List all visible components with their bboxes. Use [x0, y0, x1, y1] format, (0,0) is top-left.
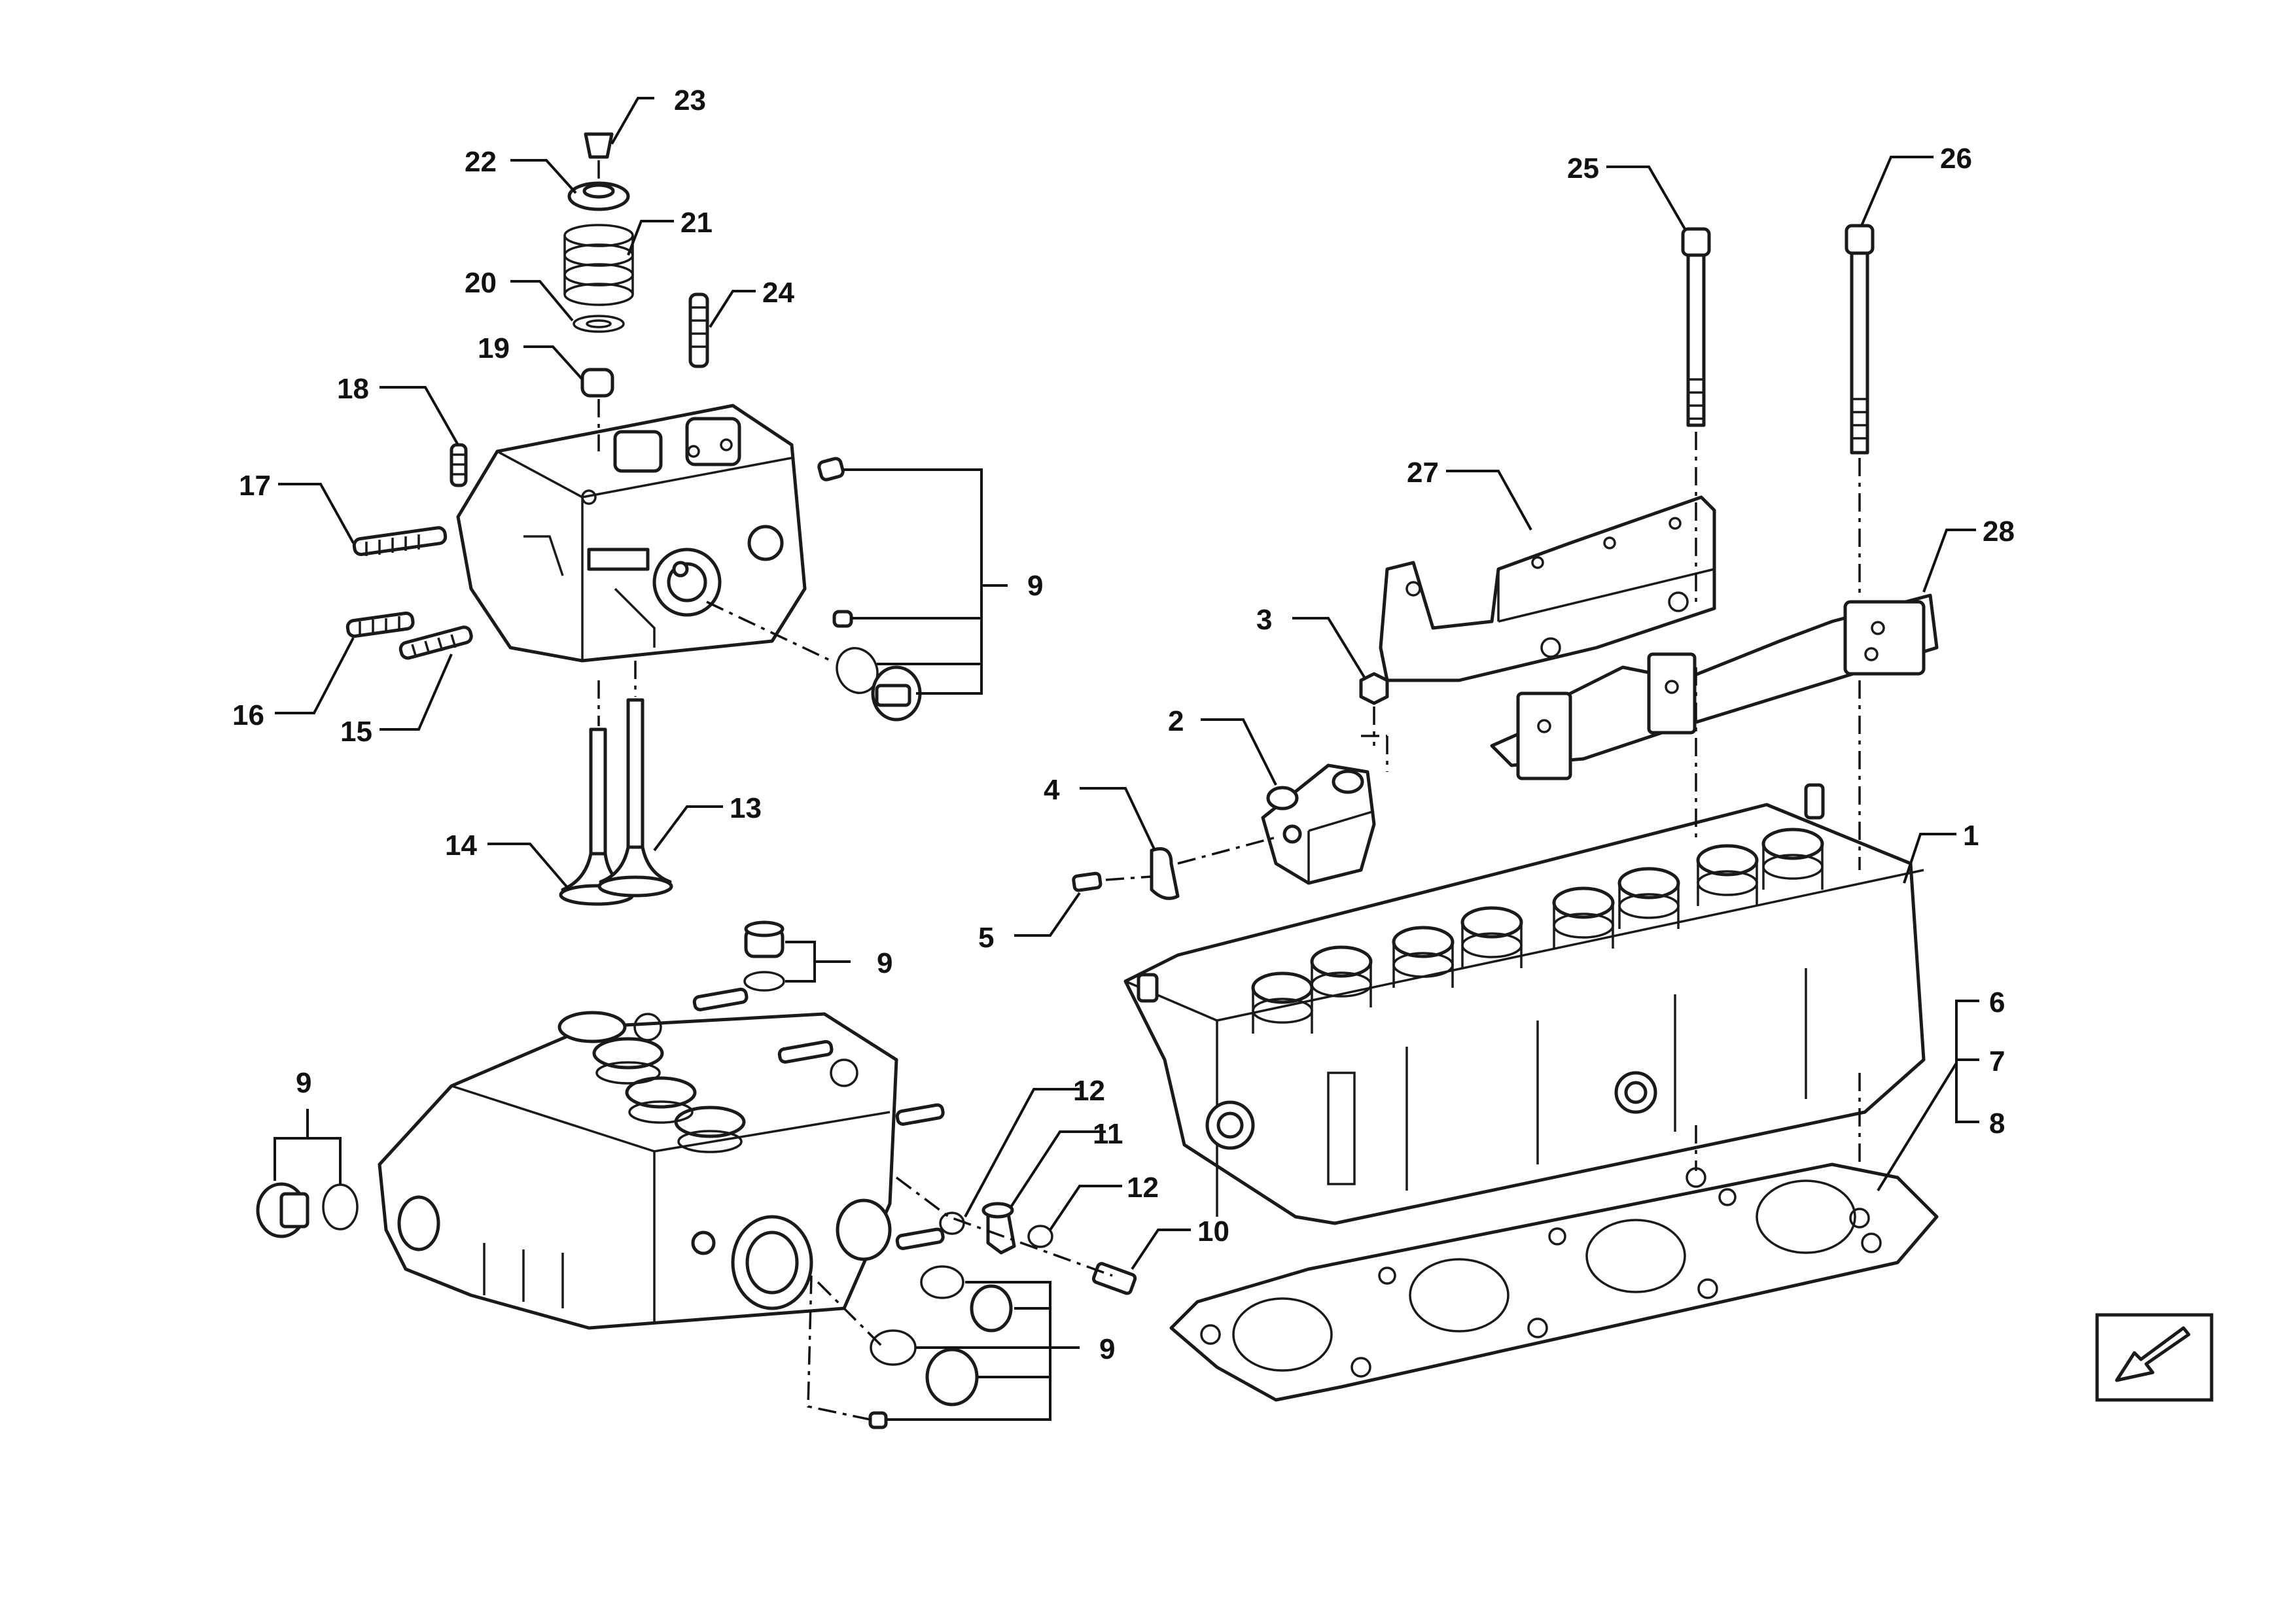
stud-18 — [450, 443, 468, 487]
plug-9-upper-3 — [871, 665, 922, 722]
callout-labels: 23 22 21 20 19 24 18 17 16 15 14 13 9 9 … — [232, 84, 2015, 1365]
stud-17 — [352, 526, 448, 556]
callout-1: 1 — [1963, 820, 1979, 852]
stud-16 — [345, 611, 415, 638]
stud-24 — [688, 292, 709, 368]
head-bolt-25 — [1681, 227, 1711, 427]
plug-9-lower-top — [743, 920, 785, 992]
plug-9-lower-right — [868, 1265, 1013, 1429]
plug-9-left — [256, 1182, 359, 1238]
callout-15: 15 — [340, 716, 372, 748]
callout-24: 24 — [762, 277, 794, 309]
leader-lines — [274, 97, 1979, 1421]
callout-14: 14 — [445, 829, 477, 862]
callout-4: 4 — [1044, 774, 1060, 806]
plug-9-upper-2 — [832, 610, 853, 628]
callout-2: 2 — [1168, 705, 1184, 737]
valve-spring-21 — [563, 224, 634, 306]
callout-13: 13 — [730, 792, 762, 824]
callout-12-left: 12 — [1073, 1075, 1105, 1107]
callout-25: 25 — [1567, 152, 1599, 184]
spring-washer-20 — [573, 315, 625, 333]
valve-cotter-23 — [584, 132, 614, 159]
callout-23: 23 — [674, 84, 706, 116]
spring-retainer-22 — [567, 181, 630, 211]
fitting-11 — [981, 1202, 1016, 1255]
head-bolt-26 — [1845, 224, 1875, 455]
shim-plate-4 — [1150, 847, 1180, 900]
callout-9-lower-right: 9 — [1099, 1333, 1115, 1365]
washer-12-left — [939, 1212, 965, 1235]
callout-6: 6 — [1989, 986, 2005, 1019]
callout-19: 19 — [478, 332, 510, 364]
valve-13 — [597, 698, 673, 898]
screw-5 — [1072, 871, 1103, 892]
callout-20: 20 — [465, 267, 497, 299]
rocker-support-2 — [1261, 763, 1376, 885]
stud-lower-3 — [895, 1103, 945, 1126]
callout-28: 28 — [1983, 515, 2015, 548]
stud-lower-2 — [777, 1039, 834, 1064]
cylinder-head-1 — [1123, 783, 1926, 1225]
upper-head-detail — [456, 404, 807, 663]
front-direction-arrow-icon — [2095, 1313, 2214, 1402]
cylinder-head-gasket — [1169, 1162, 1939, 1402]
bolt-10 — [1091, 1262, 1137, 1295]
callout-22: 22 — [465, 146, 497, 178]
callout-9-upper: 9 — [1027, 570, 1043, 602]
callout-27: 27 — [1407, 457, 1439, 489]
callout-9-left: 9 — [296, 1067, 311, 1099]
lifting-bracket-27 — [1379, 495, 1716, 682]
callout-26: 26 — [1940, 143, 1972, 175]
callout-16: 16 — [232, 699, 264, 731]
washer-12-right — [1027, 1225, 1053, 1248]
stud-lower-1 — [692, 987, 749, 1011]
callout-11: 11 — [1093, 1118, 1123, 1150]
callout-17: 17 — [239, 470, 271, 502]
nut-3 — [1359, 672, 1389, 705]
callout-21: 21 — [680, 207, 713, 239]
valve-stem-seal-19 — [580, 368, 614, 398]
callout-3: 3 — [1256, 604, 1272, 636]
callout-7: 7 — [1989, 1045, 2005, 1077]
stud-lower-4 — [895, 1227, 945, 1250]
callout-8: 8 — [1989, 1108, 2005, 1140]
callout-18: 18 — [337, 373, 369, 405]
callout-9-lower-top: 9 — [877, 947, 892, 979]
callout-5: 5 — [978, 922, 994, 954]
o-ring-9-upper — [836, 647, 879, 694]
lower-head-detail — [378, 1011, 898, 1330]
callout-10: 10 — [1197, 1215, 1229, 1248]
stud-15 — [398, 625, 473, 660]
callout-12-right: 12 — [1127, 1172, 1159, 1204]
lifting-bracket-28 — [1490, 593, 1939, 780]
plug-9-upper-1 — [817, 457, 845, 481]
